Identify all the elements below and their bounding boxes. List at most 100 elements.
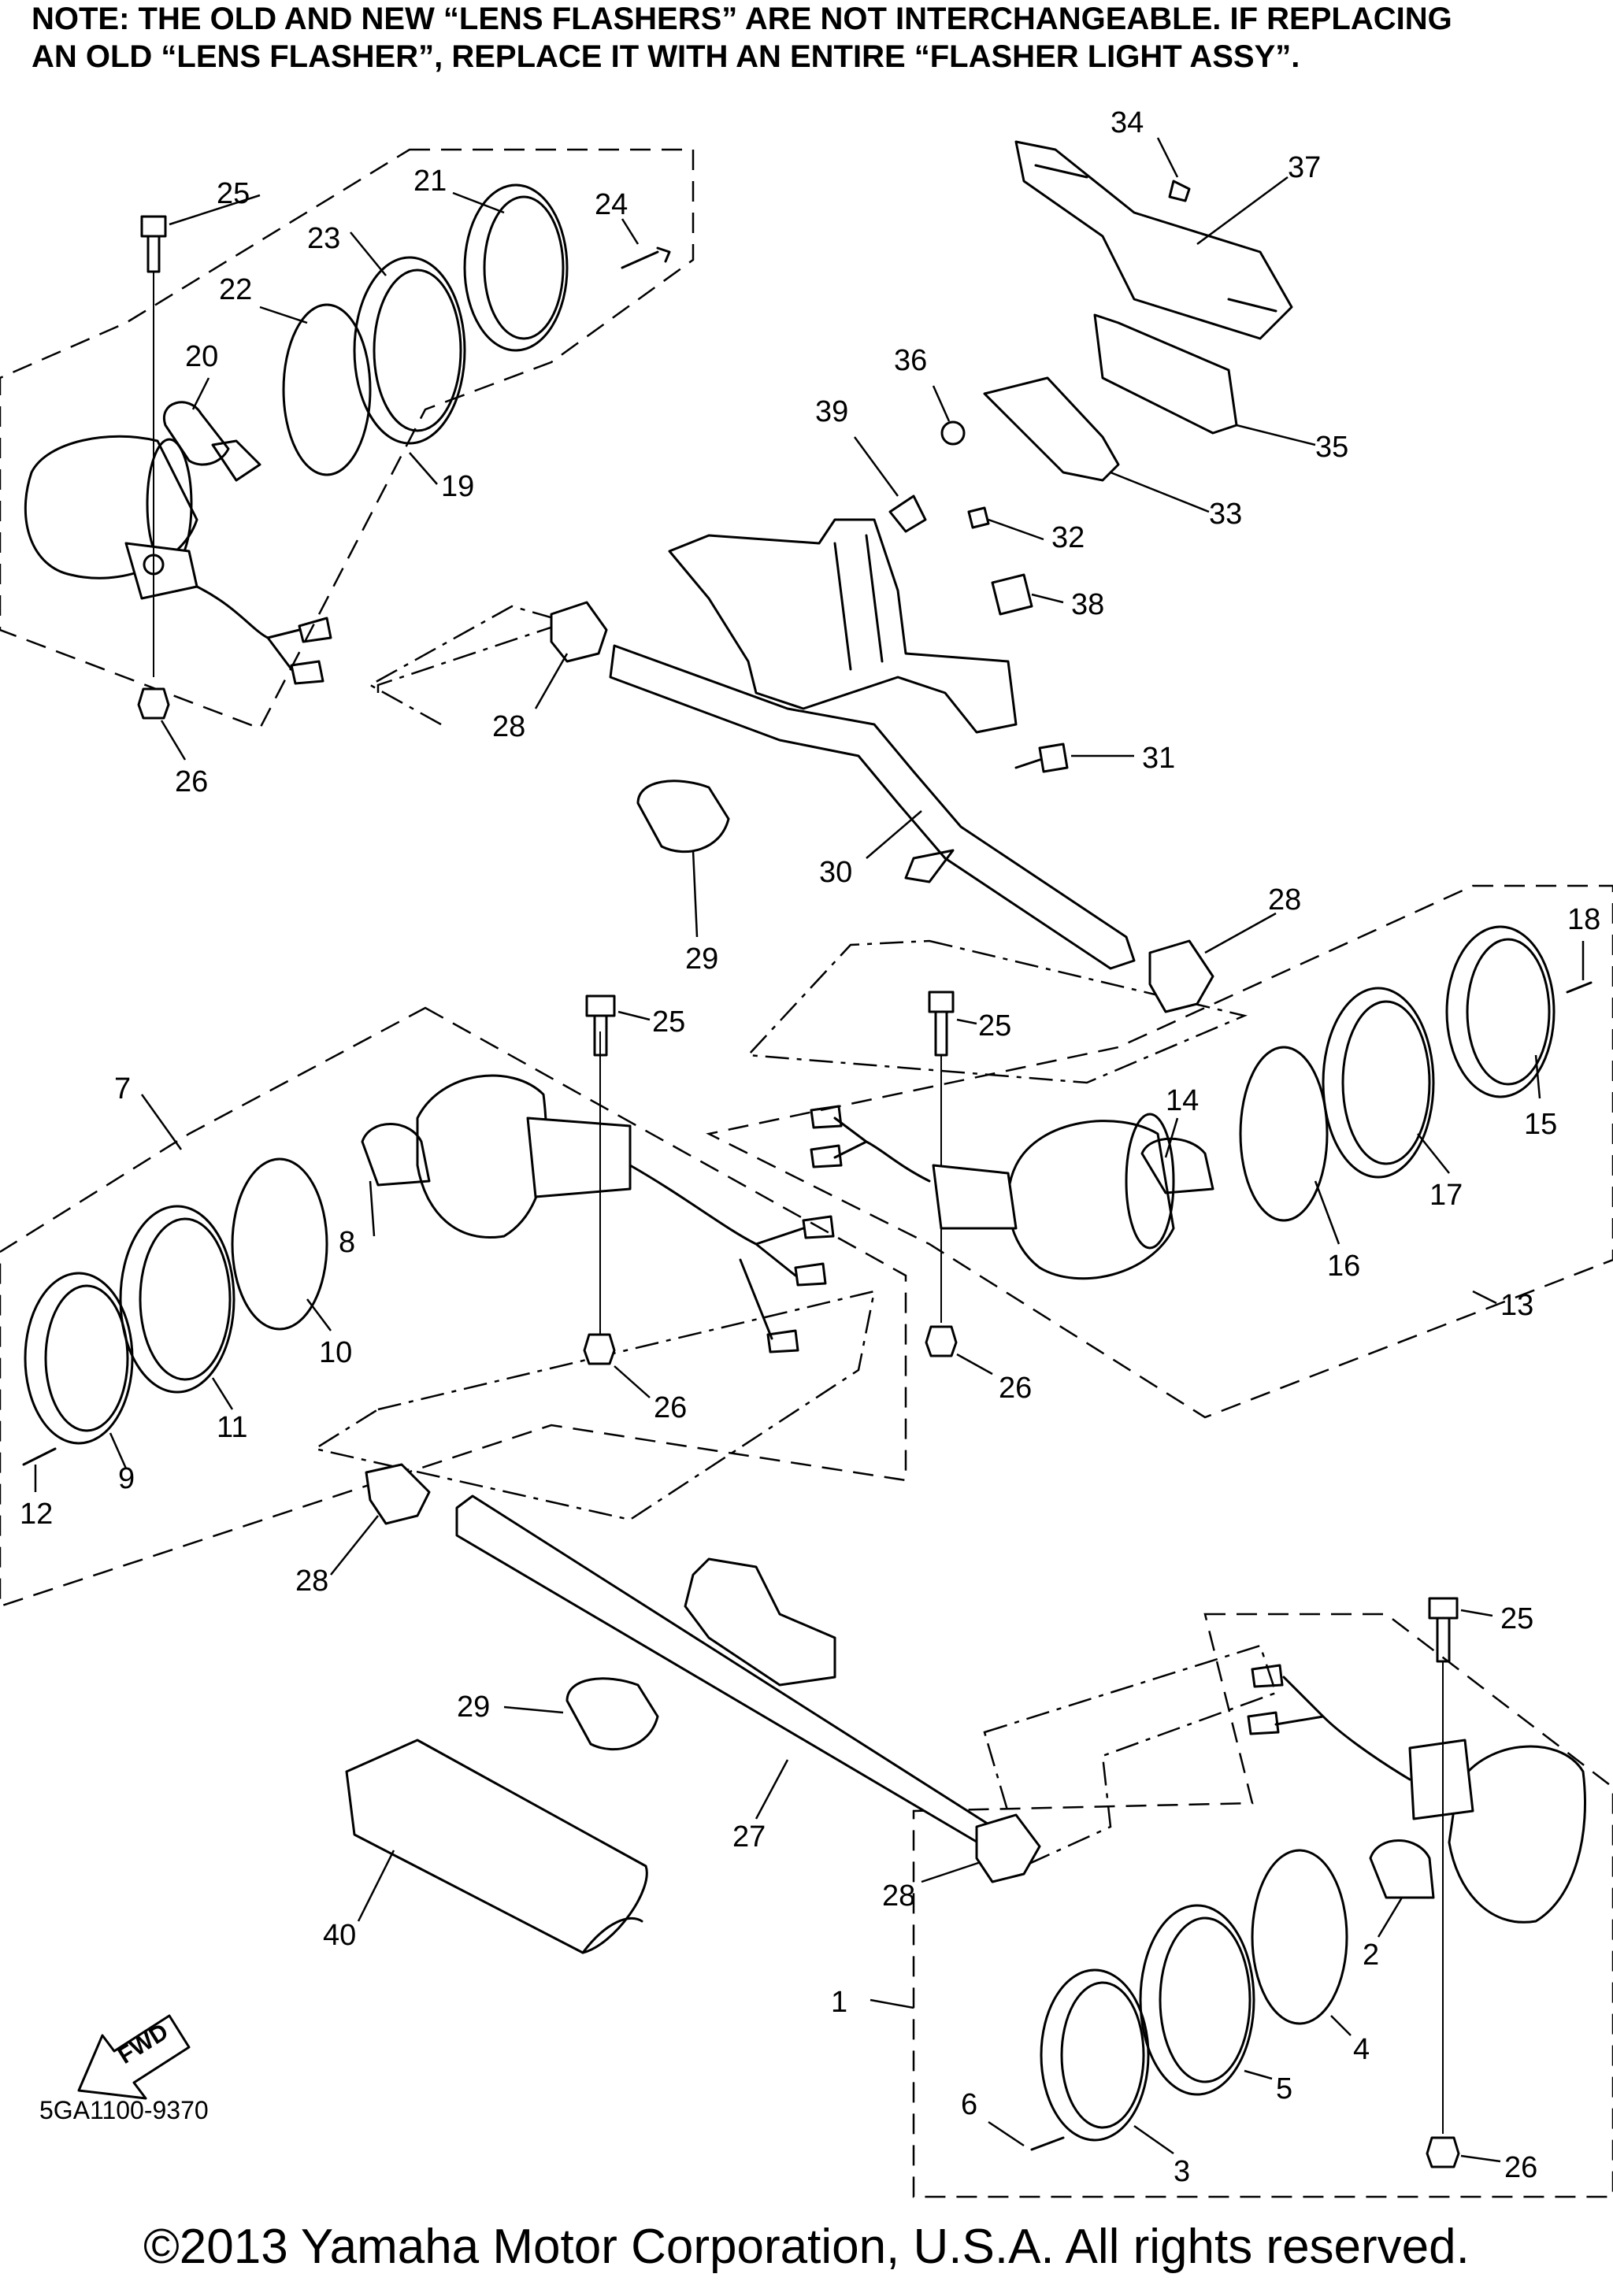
callout-26-rear: 26 <box>1504 2151 1537 2184</box>
leader-25-rear <box>1460 1609 1493 1617</box>
bracket-37-slot-a <box>1034 164 1088 179</box>
gasket-16 <box>1239 1046 1329 1222</box>
callout-10: 10 <box>319 1336 352 1369</box>
callout-25-left: 25 <box>652 1005 685 1039</box>
screw-6 <box>1030 2136 1065 2151</box>
leader-24 <box>621 218 640 245</box>
leader-8 <box>369 1180 376 1237</box>
leader-1 <box>870 1998 914 2009</box>
leader-26-top <box>160 720 187 761</box>
callout-2: 2 <box>1363 1939 1379 1972</box>
callout-20: 20 <box>185 340 218 373</box>
leader-27 <box>755 1759 789 1820</box>
connector-right-a <box>810 1105 843 1129</box>
flasher-bulb-20 <box>162 401 230 466</box>
leader-lines <box>34 137 1585 2163</box>
leader-4 <box>1330 2015 1352 2036</box>
leader-28-lower-right <box>921 1861 981 1883</box>
callout-25-top: 25 <box>217 177 250 210</box>
flasher-rear-stem <box>1408 1739 1474 1820</box>
callout-38: 38 <box>1071 588 1104 621</box>
leader-26-left <box>614 1365 651 1398</box>
callout-13: 13 <box>1500 1289 1533 1322</box>
note-line-1: NOTE: THE OLD AND NEW “LENS FLASHERS” AR… <box>32 2 1452 36</box>
main-bracket-gusset <box>833 534 884 671</box>
leader-14 <box>1164 1117 1179 1158</box>
bolt-32 <box>967 506 990 529</box>
leader-20 <box>191 377 210 410</box>
leader-17 <box>1417 1133 1450 1174</box>
rim-11-outer <box>119 1205 235 1394</box>
flasher-body-rear <box>1448 1745 1586 1924</box>
leader-28-right <box>1204 912 1277 954</box>
stay-27 <box>455 1494 994 1848</box>
leader-25-right <box>956 1018 977 1025</box>
callout-35: 35 <box>1315 431 1348 464</box>
leader-40 <box>357 1850 395 1922</box>
connector-left-a <box>298 617 332 643</box>
flasher-right-stem <box>932 1164 1018 1230</box>
leader-11 <box>211 1377 234 1410</box>
bulb-8 <box>361 1123 431 1187</box>
callout-14: 14 <box>1166 1084 1199 1117</box>
callout-28-lower-right: 28 <box>882 1879 915 1913</box>
callout-16: 16 <box>1327 1250 1360 1283</box>
harness-route-upper <box>368 605 571 726</box>
connector-left-b <box>290 660 324 685</box>
leader-19 <box>409 452 438 485</box>
bracket-37-slot-b <box>1227 298 1277 313</box>
bulb-socket <box>211 439 261 482</box>
boundary-assy-1 <box>912 1613 1613 2198</box>
callout-34: 34 <box>1111 106 1144 139</box>
flasher-body-left <box>416 1074 547 1239</box>
rim-23-outer <box>353 256 466 445</box>
note-line-2: AN OLD “LENS FLASHER”, REPLACE IT WITH A… <box>32 39 1300 74</box>
callout-39: 39 <box>815 395 848 428</box>
callout-21: 21 <box>413 165 447 198</box>
callout-24: 24 <box>595 188 628 221</box>
rim-17-outer <box>1322 987 1435 1179</box>
harness-route-lower <box>312 1290 876 1521</box>
leader-9 <box>109 1432 128 1469</box>
grommet-28-lower-right <box>975 1813 1041 1883</box>
callout-23: 23 <box>307 222 340 255</box>
lower-stay-group <box>345 1463 1041 1954</box>
screw-12 <box>22 1447 57 1466</box>
callout-25-rear: 25 <box>1500 1602 1533 1635</box>
screw-18 <box>1566 981 1593 994</box>
flasher-left-stem <box>526 1117 632 1198</box>
wire-lead-right <box>833 1117 931 1183</box>
grommet-28-upper <box>550 601 608 663</box>
nut-26-left <box>583 1333 616 1365</box>
leader-6 <box>988 2120 1025 2147</box>
leader-15 <box>1534 1054 1541 1099</box>
callout-5: 5 <box>1276 2072 1292 2105</box>
bolt-25-top <box>140 215 167 273</box>
bolt-31 <box>1014 742 1069 773</box>
connector-left-lower-c <box>766 1329 799 1354</box>
leader-23 <box>350 231 387 276</box>
leader-22 <box>259 306 308 324</box>
callout-7: 7 <box>114 1072 131 1105</box>
connector-left-lower-b <box>794 1262 827 1287</box>
leader-5 <box>1244 2069 1273 2080</box>
leader-2 <box>1377 1897 1403 1938</box>
connector-rear-a <box>1251 1664 1284 1688</box>
lens-9-inner <box>44 1284 129 1432</box>
leader-37 <box>1196 176 1289 246</box>
callout-12: 12 <box>20 1498 53 1531</box>
lens-15-inner <box>1466 938 1551 1086</box>
stay-27-bracket <box>684 1557 836 1687</box>
callout-28-lower-left: 28 <box>295 1565 328 1598</box>
fwd-arrow-shape <box>77 2014 191 2100</box>
callout-30: 30 <box>819 856 852 889</box>
callout-26-left: 26 <box>654 1391 687 1424</box>
rim-23-inner <box>373 268 462 432</box>
leader-35 <box>1236 424 1316 446</box>
gasket-4 <box>1251 1849 1348 2025</box>
leader-33 <box>1110 471 1210 513</box>
clip-29-upper <box>636 780 730 854</box>
copyright-notice: ©2013 Yamaha Motor Corporation, U.S.A. A… <box>143 2220 1470 2274</box>
callout-29-upper: 29 <box>685 942 718 976</box>
